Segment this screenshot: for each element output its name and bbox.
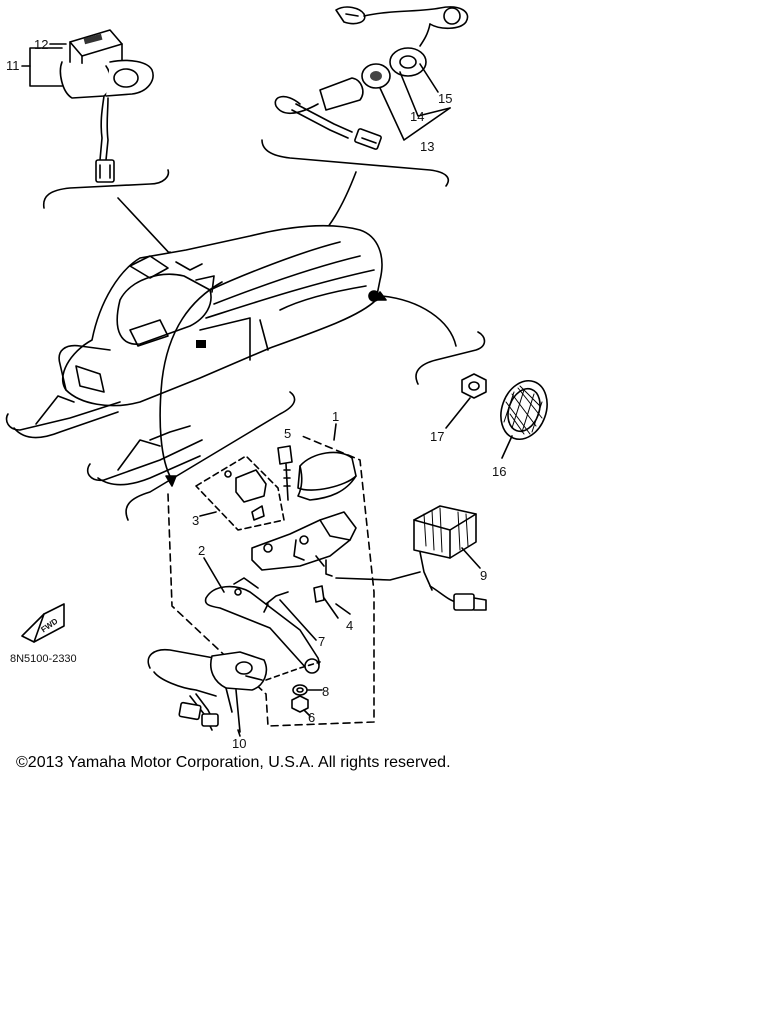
callout-frame-left — [42, 169, 170, 209]
screw-7 — [263, 591, 289, 613]
nut-17 — [461, 373, 487, 399]
main-switch-assembly — [274, 6, 469, 150]
copyright-notice: ©2013 Yamaha Motor Corporation, U.S.A. A… — [16, 754, 451, 771]
part-label-16: 16 — [492, 464, 506, 479]
part-label-11: 11 — [6, 58, 20, 73]
part-label-12: 12 — [34, 37, 48, 52]
part-label-14: 14 — [410, 109, 424, 124]
drawing-code: 8N5100-2330 — [10, 653, 77, 665]
lever-housing — [251, 511, 357, 577]
part-label-5: 5 — [284, 426, 291, 441]
throttle-switch-10 — [147, 648, 268, 731]
part-labels: 12 11 15 14 13 1 5 17 16 3 2 9 4 7 8 6 1… — [6, 37, 506, 751]
callout-frame-right — [261, 139, 450, 187]
part-label-15: 15 — [438, 91, 452, 106]
part-label-13: 13 — [420, 139, 434, 154]
part-label-2: 2 — [198, 543, 205, 558]
part-label-6: 6 — [308, 710, 315, 725]
lever-2 — [204, 577, 320, 674]
callout-frame-lever — [125, 391, 296, 521]
bolt-4 — [313, 585, 339, 619]
part-label-10: 10 — [232, 736, 246, 751]
lamp-lens-16 — [500, 380, 548, 440]
bracket-11 — [29, 47, 63, 87]
part-label-9: 9 — [480, 568, 487, 583]
dashed-outline-1 — [167, 435, 375, 727]
parts-diagram: 12 11 15 14 13 1 5 17 16 3 2 9 4 7 8 6 1… — [5, 6, 548, 751]
fwd-arrow-icon — [21, 603, 65, 643]
relay-9 — [413, 505, 487, 611]
part-label-8: 8 — [322, 684, 329, 699]
snowmobile-body — [58, 224, 383, 407]
part-label-1: 1 — [332, 409, 339, 424]
dimmer-switch-assembly — [59, 29, 154, 183]
bolt-5 — [277, 445, 293, 501]
washer-8 — [292, 684, 308, 696]
part-label-3: 3 — [192, 513, 199, 528]
dashed-outline-3 — [195, 455, 285, 531]
part-label-7: 7 — [318, 634, 325, 649]
small-clamp-3 — [224, 469, 267, 521]
part-label-17: 17 — [430, 429, 444, 444]
callout-frame-parts-16-17 — [415, 331, 486, 385]
snowmobile-skis — [5, 395, 203, 486]
part-label-4: 4 — [346, 618, 353, 633]
lever-cover — [297, 451, 357, 501]
nut-6 — [291, 695, 309, 713]
